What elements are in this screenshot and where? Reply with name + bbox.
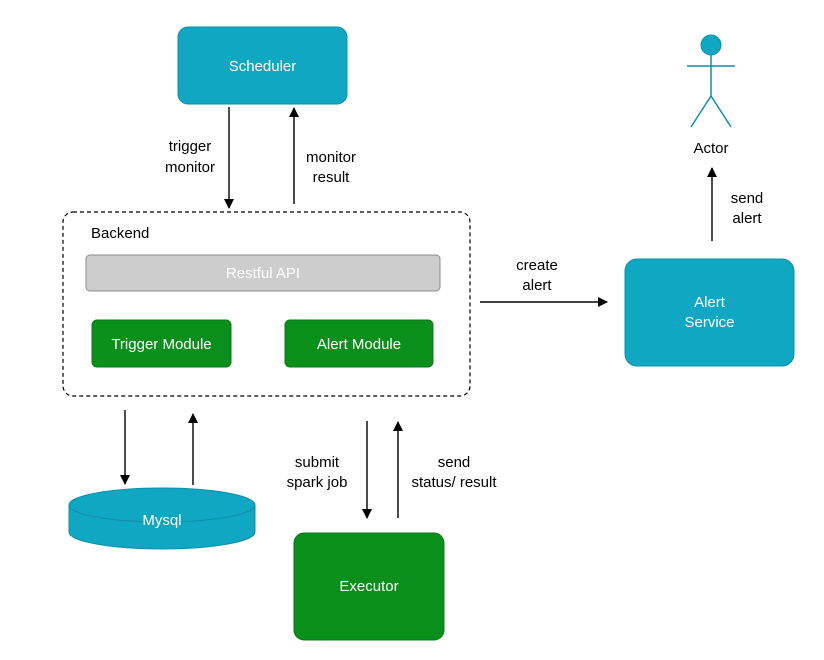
trigger-module-node: Trigger Module [91,319,232,368]
edge-label-submit-line1: submit [295,454,340,471]
edge-label-monitor-result-line1: monitor [306,149,356,166]
scheduler-label: Scheduler [229,58,297,75]
edge-label-monitor-result-line2: result [313,169,351,186]
edge-label-trigger-monitor: trigger monitor [165,138,215,176]
edge-label-send-alert: send alert [731,190,764,227]
edge-label-trigger-monitor-line1: trigger [169,138,212,155]
edge-label-send-status-line1: send [438,454,471,471]
alert-service-label-line2: Service [684,314,734,331]
restful-api-bar: Restful API [85,254,441,292]
edge-label-send-status-result: send status/ result [411,454,497,491]
edge-label-monitor-result: monitor result [306,149,356,186]
edge-label-trigger-monitor-line2: monitor [165,159,215,176]
actor-label: Actor [693,140,728,157]
trigger-module-label: Trigger Module [111,336,211,353]
alert-module-node: Alert Module [284,319,434,368]
mysql-database-node: Mysql [68,487,256,550]
edge-label-submit-line2: spark job [287,474,348,491]
alert-module-label: Alert Module [317,336,401,353]
alert-service-label-line1: Alert [694,294,726,311]
edge-label-create-alert-line1: create [516,257,558,274]
edge-label-submit-spark-job: submit spark job [287,454,348,491]
edge-label-create-alert-line2: alert [522,277,552,294]
executor-label: Executor [339,578,398,595]
scheduler-node: Scheduler [177,26,348,105]
mysql-label: Mysql [142,512,181,529]
executor-node: Executor [293,532,445,641]
edge-label-send-alert-line2: alert [732,210,762,227]
backend-container: Backend [62,211,471,397]
alert-service-node: Alert Service [624,258,795,367]
edge-label-send-alert-line1: send [731,190,764,207]
edge-label-send-status-line2: status/ result [411,474,497,491]
restful-api-label: Restful API [226,265,300,282]
edge-label-create-alert: create alert [516,257,558,294]
actor-icon [687,34,735,128]
backend-label: Backend [91,225,149,242]
